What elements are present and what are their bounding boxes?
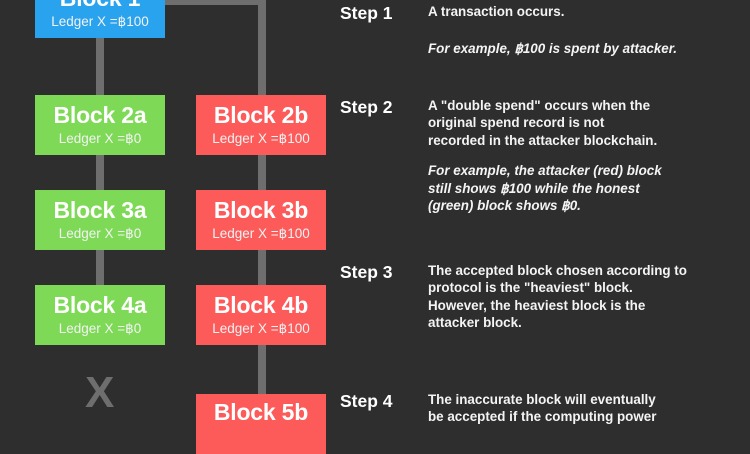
- block-4b-ledger: Ledger X =฿100: [212, 321, 310, 337]
- block-3a[interactable]: Block 3a Ledger X =฿0: [35, 190, 165, 250]
- chain-rejected-x-icon: X: [85, 368, 115, 417]
- step-3-main-line-3: However, the heaviest block is the: [428, 297, 646, 313]
- block-1[interactable]: Block 1 Ledger X =฿100: [35, 0, 165, 38]
- step-2-example-line-1: For example, the attacker (red) block: [428, 163, 662, 179]
- connector-attacker-4b-to-5b: [258, 340, 266, 398]
- step-2-body: A "double spend" occurs when the origina…: [428, 97, 748, 215]
- block-1-title: Block 1: [60, 0, 141, 10]
- block-4b-title: Block 4b: [213, 292, 309, 318]
- connector-attacker-3b-to-4b: [258, 245, 266, 290]
- connector-honest-3a-to-4a: [96, 245, 104, 290]
- step-2-example-line-2: still shows ฿100 while the honest: [428, 180, 640, 196]
- step-3-main-line-2: protocol is the "heaviest" block.: [428, 280, 633, 296]
- step-1-main-line-1: A transaction occurs.: [428, 4, 565, 19]
- block-4b[interactable]: Block 4b Ledger X =฿100: [196, 285, 326, 345]
- step-3-main: The accepted block chosen according to p…: [428, 262, 748, 332]
- step-2-label: Step 2: [340, 97, 393, 117]
- step-4-body: The inaccurate block will eventually be …: [428, 391, 748, 426]
- block-4a-title: Block 4a: [53, 292, 147, 318]
- block-2a[interactable]: Block 2a Ledger X =฿0: [35, 95, 165, 155]
- connector-attacker-top-to-2b: [258, 0, 266, 100]
- block-2b-title: Block 2b: [213, 102, 309, 128]
- connector-honest-1-to-2a: [96, 18, 104, 100]
- step-2-example: For example, the attacker (red) block st…: [428, 162, 748, 214]
- step-2-example-line-3: (green) block shows ฿0.: [428, 198, 581, 214]
- block-2a-ledger: Ledger X =฿0: [58, 131, 142, 147]
- connector-top-horizontal: [160, 0, 266, 5]
- step-4-main: The inaccurate block will eventually be …: [428, 391, 748, 426]
- step-1-label: Step 1: [340, 3, 393, 23]
- block-5b[interactable]: Block 5b: [196, 394, 326, 454]
- connector-honest-2a-to-3a: [96, 150, 104, 195]
- blockchain-fork-diagram: Block 1 Ledger X =฿100 Block 2a Ledger X…: [0, 0, 335, 454]
- block-2b[interactable]: Block 2b Ledger X =฿100: [196, 95, 326, 155]
- step-2-main-line-2: original spend record is not: [428, 115, 605, 131]
- block-1-ledger: Ledger X =฿100: [51, 14, 149, 30]
- block-2a-title: Block 2a: [53, 102, 147, 128]
- step-2-main-line-1: A "double spend" occurs when the: [428, 98, 651, 113]
- step-3-label: Step 3: [340, 262, 393, 282]
- step-4-label: Step 4: [340, 391, 393, 411]
- block-3a-title: Block 3a: [53, 197, 147, 223]
- step-2-main: A "double spend" occurs when the origina…: [428, 97, 748, 149]
- step-3-main-line-4: attacker block.: [428, 315, 522, 331]
- step-1-body: A transaction occurs. For example, ฿100 …: [428, 3, 748, 58]
- step-1-main: A transaction occurs.: [428, 3, 748, 20]
- step-3-main-line-1: The accepted block chosen according to: [428, 263, 687, 278]
- connector-attacker-2b-to-3b: [258, 150, 266, 195]
- step-4-main-line-2: be accepted if the computing power: [428, 409, 657, 425]
- block-3b-ledger: Ledger X =฿100: [212, 226, 310, 242]
- block-4a[interactable]: Block 4a Ledger X =฿0: [35, 285, 165, 345]
- block-3b-title: Block 3b: [213, 197, 309, 223]
- step-2-main-line-3: recorded in the attacker blockchain.: [428, 132, 658, 148]
- step-4-main-line-1: The inaccurate block will eventually: [428, 392, 656, 407]
- block-4a-ledger: Ledger X =฿0: [58, 321, 142, 337]
- block-5b-title: Block 5b: [213, 399, 309, 425]
- step-1-example: For example, ฿100 is spent by attacker.: [428, 40, 748, 57]
- block-3b[interactable]: Block 3b Ledger X =฿100: [196, 190, 326, 250]
- block-3a-ledger: Ledger X =฿0: [58, 226, 142, 242]
- steps-panel: Step 1 A transaction occurs. For example…: [335, 0, 750, 430]
- block-2b-ledger: Ledger X =฿100: [212, 131, 310, 147]
- step-3-body: The accepted block chosen according to p…: [428, 262, 748, 332]
- step-1-example-line-1: For example, ฿100 is spent by attacker.: [428, 41, 677, 57]
